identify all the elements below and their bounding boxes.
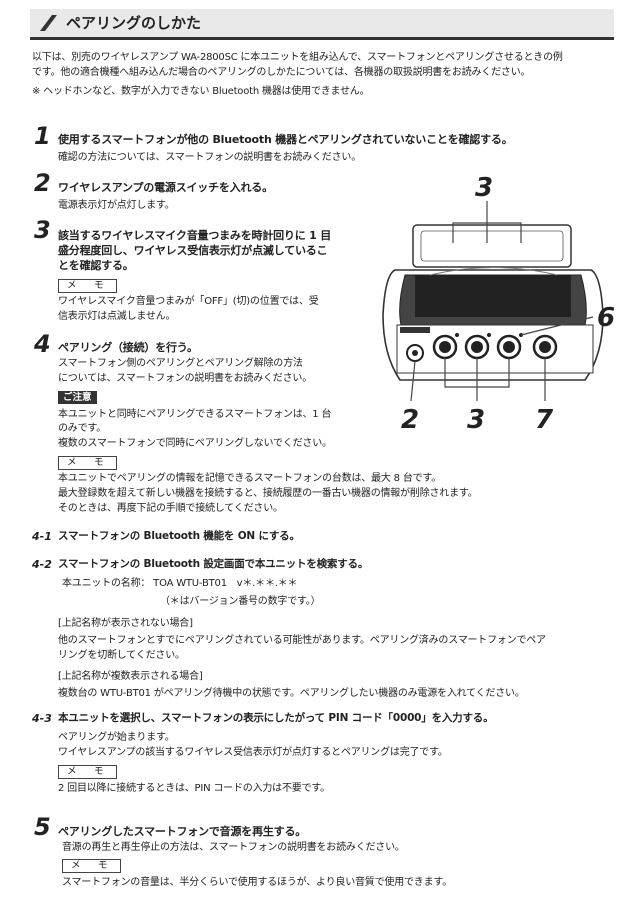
unit-name-line: 本ユニットの名称： TOA WTU-BT01 v＊.＊＊.＊＊ bbox=[62, 578, 298, 589]
caution-label: ご注意 bbox=[58, 391, 97, 404]
step-number-2: 2 bbox=[34, 169, 51, 197]
intro-line-1: 以下は、別売のワイヤレスアンプ WA-2800SC に本ユニットを組み込んで、ス… bbox=[32, 52, 563, 63]
memo-label-4-3: メ モ bbox=[58, 765, 117, 779]
step-number-4-2: 4-2 bbox=[32, 558, 52, 571]
step-3-heading-1: 該当するワイヤレスマイク音量つまみを時計回りに 1 目 bbox=[58, 229, 332, 242]
case-2-title: [上記名称が複数表示される場合] bbox=[58, 671, 203, 682]
callout-7: 7 bbox=[535, 405, 554, 435]
amplifier-figure: 3 6 2 3 7 bbox=[375, 175, 620, 440]
step-4-1-heading: スマートフォンの Bluetooth 機能を ON にする。 bbox=[58, 530, 300, 542]
page-title: ペアリングのしかた bbox=[66, 14, 202, 32]
unit-name-note: （＊はバージョン番号の数字です。） bbox=[160, 596, 321, 607]
memo-label-5: メ モ bbox=[62, 859, 121, 873]
step-5-memo: スマートフォンの音量は、半分くらいで使用するほうが、より良い音質で使用できます。 bbox=[62, 877, 452, 888]
memo-label-4: メ モ bbox=[58, 456, 117, 470]
title-bar: ペアリングのしかた bbox=[30, 9, 614, 40]
step-2-body: 電源表示灯が点灯します。 bbox=[58, 200, 175, 211]
callout-3-top: 3 bbox=[475, 173, 494, 203]
callout-3-bottom: 3 bbox=[467, 405, 486, 435]
step-number-4-1: 4-1 bbox=[32, 530, 52, 543]
case-1-title: [上記名称が表示されない場合] bbox=[58, 618, 193, 629]
step-4-body-2: については、スマートフォンの説明書をお読みください。 bbox=[58, 373, 312, 384]
case-1-line-1: 他のスマートフォンとすでにペアリングされている可能性があります。ペアリング済みの… bbox=[58, 635, 546, 646]
step-4-3-memo: 2 回目以降に接続するときは、PIN コードの入力は不要です。 bbox=[58, 783, 330, 794]
slash-icon bbox=[40, 15, 57, 31]
memo-label-3: メ モ bbox=[58, 279, 117, 293]
intro-note: ※ ヘッドホンなど、数字が入力できない Bluetooth 機器は使用できません… bbox=[32, 86, 370, 97]
step-4-3-body-2: ワイヤレスアンプの該当するワイヤレス受信表示灯が点灯するとペアリングは完了です。 bbox=[58, 747, 448, 758]
intro-line-2: です。他の適合機種へ組み込んだ場合のペアリングのしかたについては、各機器の取扱説… bbox=[32, 67, 531, 78]
case-2-line: 複数台の WTU-BT01 がペアリング待機中の状態です。ペアリングしたい機器の… bbox=[58, 688, 525, 699]
step-4-3-heading: 本ユニットを選択し、スマートフォンの表示にしたがって PIN コード「0000」… bbox=[58, 712, 494, 724]
step-1-heading: 使用するスマートフォンが他の Bluetooth 機器とペアリングされていないこ… bbox=[58, 133, 513, 146]
step-4-body-1: スマートフォン側のペアリングとペアリング解除の方法 bbox=[58, 358, 303, 369]
step-3-heading-3: とを確認する。 bbox=[58, 259, 134, 272]
step-5-heading: ペアリングしたスマートフォンで音源を再生する。 bbox=[58, 825, 307, 838]
callout-6: 6 bbox=[597, 303, 616, 333]
step-2-heading: ワイヤレスアンプの電源スイッチを入れる。 bbox=[58, 181, 273, 194]
step-4-2-heading: スマートフォンの Bluetooth 設定画面で本ユニットを検索する。 bbox=[58, 558, 369, 570]
case-1-line-2: リングを切断してください。 bbox=[58, 650, 185, 661]
caution-line-2: のみです。 bbox=[58, 423, 106, 434]
caution-line-1: 本ユニットと同時にペアリングできるスマートフォンは、1 台 bbox=[58, 409, 332, 420]
step-number-4-3: 4-3 bbox=[32, 712, 52, 725]
step-1-body: 確認の方法については、スマートフォンの説明書をお読みください。 bbox=[58, 152, 361, 163]
step-3-memo-line-2: 信表示灯は点滅しません。 bbox=[58, 311, 176, 322]
step-3-memo-line-1: ワイヤレスマイク音量つまみが「OFF」(切)の位置では、受 bbox=[58, 296, 319, 307]
step-5-body: 音源の再生と再生停止の方法は、スマートフォンの説明書をお読みください。 bbox=[62, 842, 405, 853]
step-4-3-body-1: ペアリングが始まります。 bbox=[58, 732, 175, 743]
step-number-3: 3 bbox=[34, 216, 51, 244]
step-4-memo-line-3: そのときは、再度下記の手順で接続してください。 bbox=[58, 503, 283, 514]
step-number-5: 5 bbox=[34, 813, 51, 841]
step-4-memo-line-1: 本ユニットでペアリングの情報を記憶できるスマートフォンの台数は、最大 8 台です… bbox=[58, 473, 442, 484]
callout-2: 2 bbox=[401, 405, 420, 435]
caution-line-3: 複数のスマートフォンで同時にペアリングしないでください。 bbox=[58, 438, 332, 449]
step-3-heading-2: 盛分程度回し、ワイヤレス受信表示灯が点滅しているこ bbox=[58, 244, 328, 257]
step-number-1: 1 bbox=[34, 122, 51, 150]
amplifier-illustration bbox=[382, 201, 604, 402]
step-4-heading: ペアリング（接続）を行う。 bbox=[58, 341, 198, 354]
step-number-4: 4 bbox=[34, 330, 51, 358]
step-4-memo-line-2: 最大登録数を超えて新しい機器を接続すると、接続履歴の一番古い機器の情報が削除され… bbox=[58, 488, 478, 499]
